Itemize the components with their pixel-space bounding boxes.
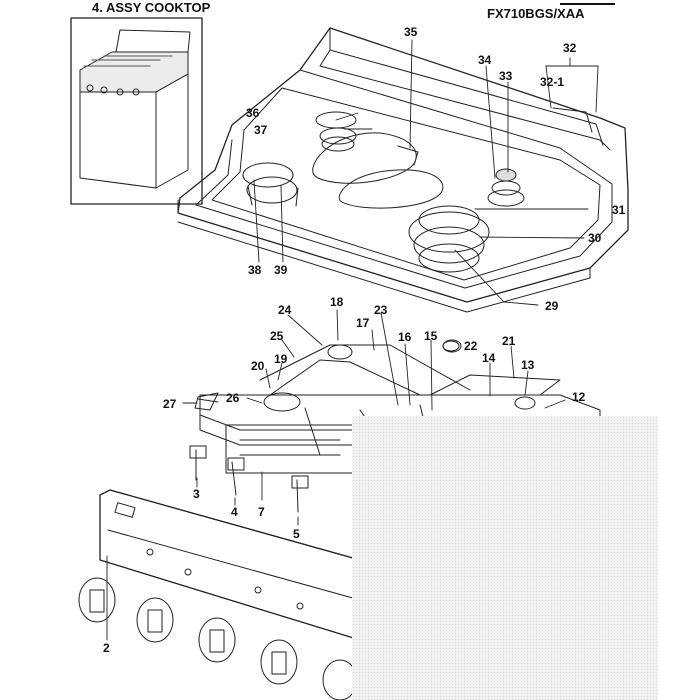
callout-36: 36 bbox=[246, 106, 260, 120]
callout-37: 37 bbox=[254, 123, 268, 137]
callout-16: 16 bbox=[398, 330, 412, 344]
callout-32-1: 32-1 bbox=[540, 75, 564, 89]
callout-22: 22 bbox=[464, 339, 478, 353]
callout-35: 35 bbox=[404, 25, 418, 39]
callout-13: 13 bbox=[521, 358, 535, 372]
callout-33: 33 bbox=[499, 69, 513, 83]
burner-29-30-31 bbox=[408, 205, 490, 273]
obscured-region bbox=[352, 416, 658, 700]
model-underline bbox=[560, 3, 615, 5]
gasket-22 bbox=[442, 339, 462, 353]
callout-15: 15 bbox=[424, 329, 438, 343]
burner-36-37 bbox=[315, 111, 357, 152]
callout-30: 30 bbox=[588, 231, 602, 245]
callout-19: 19 bbox=[274, 352, 288, 366]
callout-39: 39 bbox=[274, 263, 288, 277]
callout-23: 23 bbox=[374, 303, 388, 317]
callout-5: 5 bbox=[293, 527, 300, 541]
callout-17: 17 bbox=[356, 316, 370, 330]
model-number: FX710BGS/XAA bbox=[487, 6, 585, 21]
callout-14: 14 bbox=[482, 351, 496, 365]
callout-18: 18 bbox=[330, 295, 344, 309]
callout-7: 7 bbox=[258, 505, 265, 519]
leader-lines bbox=[106, 39, 599, 641]
callout-34: 34 bbox=[478, 53, 492, 67]
callout-24: 24 bbox=[278, 303, 292, 317]
page-title: 4. ASSY COOKTOP bbox=[92, 0, 211, 15]
callout-3: 3 bbox=[193, 487, 200, 501]
callout-20: 20 bbox=[251, 359, 265, 373]
burner-33-34 bbox=[487, 168, 525, 207]
cooktop-frame bbox=[177, 27, 629, 313]
control-panel bbox=[99, 489, 361, 641]
callout-27: 27 bbox=[163, 397, 177, 411]
callout-29: 29 bbox=[545, 299, 559, 313]
callout-2: 2 bbox=[103, 641, 110, 655]
callout-labels: 35 34 33 32 32-1 36 37 31 30 29 38 39 18… bbox=[103, 25, 626, 655]
simmer-plate-35 bbox=[312, 132, 444, 209]
manifold-assembly bbox=[189, 340, 601, 513]
callout-32: 32 bbox=[563, 41, 577, 55]
callout-4: 4 bbox=[231, 505, 238, 519]
callout-12: 12 bbox=[572, 390, 586, 404]
callout-26: 26 bbox=[226, 391, 240, 405]
range-overview-inset bbox=[70, 17, 203, 205]
callout-25: 25 bbox=[270, 329, 284, 343]
callout-21: 21 bbox=[502, 334, 516, 348]
callout-38: 38 bbox=[248, 263, 262, 277]
knob-row bbox=[78, 577, 358, 700]
burner-38-39 bbox=[242, 162, 299, 207]
callout-31: 31 bbox=[612, 203, 626, 217]
